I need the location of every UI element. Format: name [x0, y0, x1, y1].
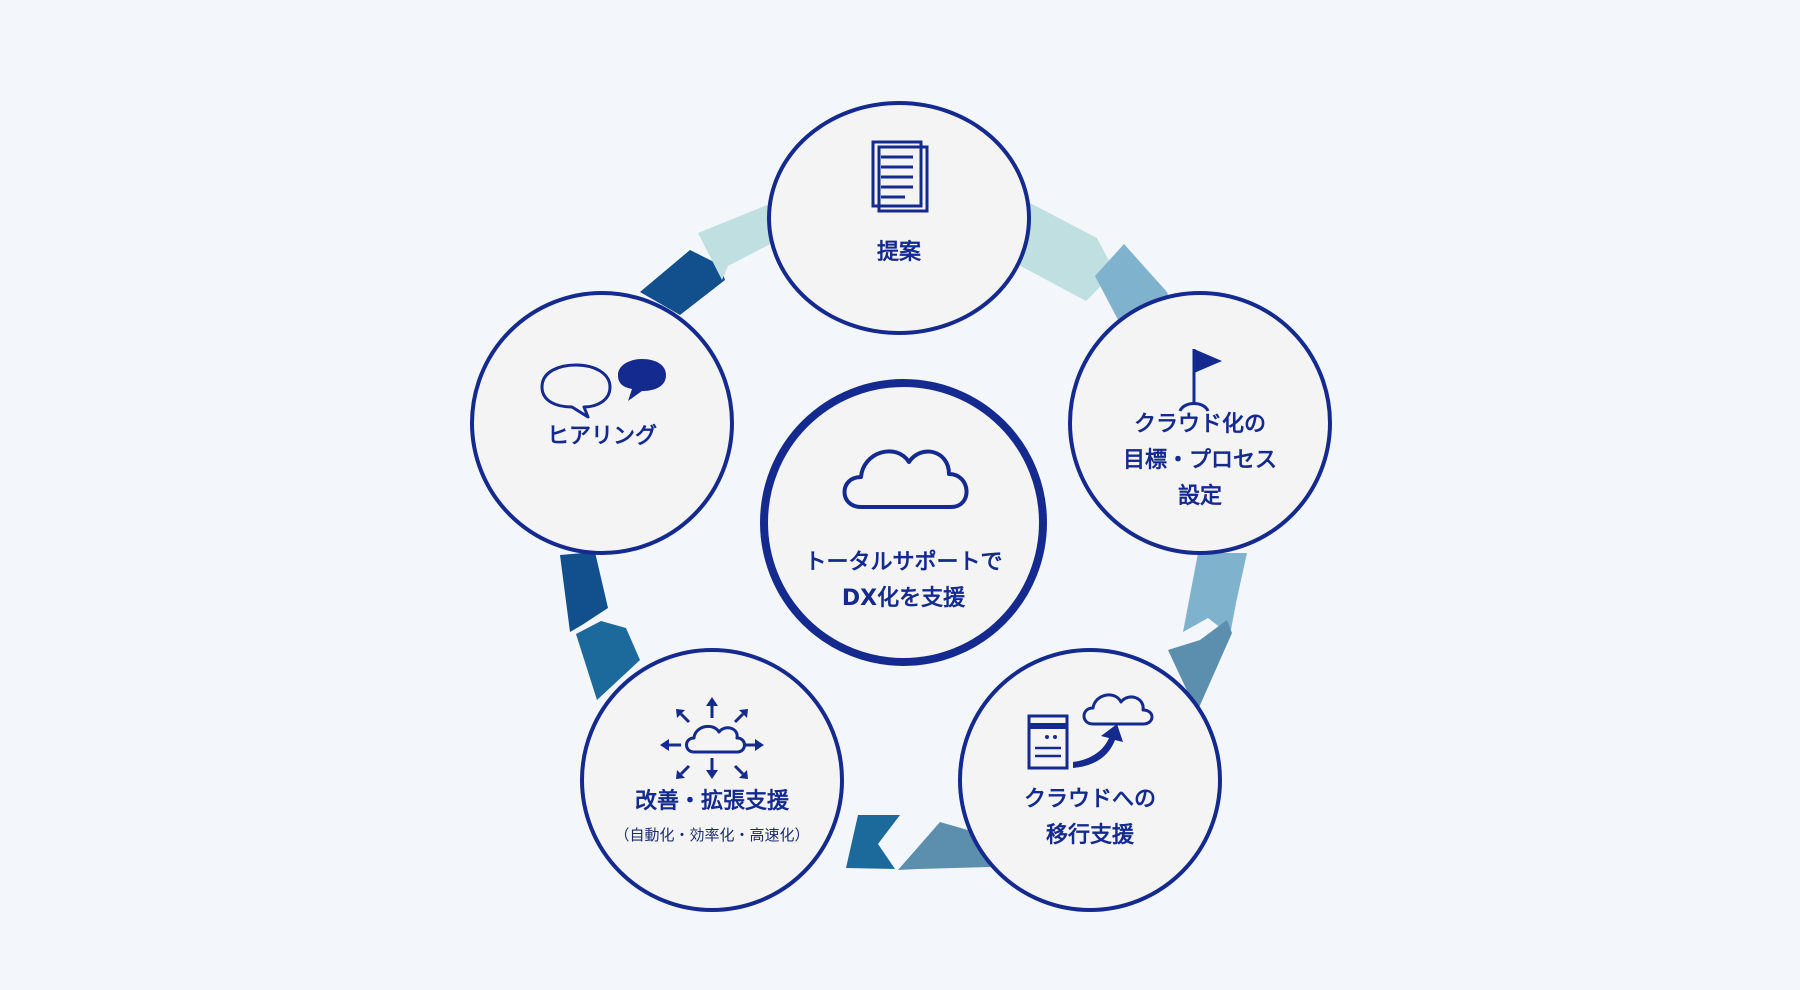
step-improvement-label: 改善・拡張支援 — [634, 789, 789, 814]
step-goal-label: クラウド化の 目標・プロセス 設定 — [1122, 412, 1277, 509]
step-hearing: ヒアリング — [470, 291, 734, 555]
arrow-hearing-to-proposal-b — [698, 203, 778, 280]
arrow-proposal-to-goal-a — [1015, 202, 1115, 301]
document-icon — [867, 139, 931, 217]
cloud-expand-icon — [657, 694, 767, 788]
arrow-goal-to-migration-a — [1183, 553, 1247, 635]
step-migration-label: クラウドへの 移行支援 — [1023, 787, 1156, 848]
arrow-hearing-to-proposal-a — [640, 250, 725, 315]
step-proposal-label: 提案 — [876, 240, 921, 265]
flag-icon — [1172, 343, 1228, 419]
cloud-icon — [821, 432, 987, 526]
step-proposal: 提案 — [767, 101, 1031, 335]
center-node: トータルサポートで DX化を支援 — [760, 379, 1047, 666]
step-migration: クラウドへの 移行支援 — [958, 648, 1222, 912]
server-to-cloud-icon — [1025, 690, 1155, 778]
arrow-migration-to-improve-a — [898, 822, 990, 870]
center-label: トータルサポートで DX化を支援 — [804, 550, 1003, 611]
speech-bubbles-icon — [532, 357, 672, 425]
arrow-migration-to-improve-b — [846, 815, 900, 869]
step-hearing-label: ヒアリング — [546, 424, 657, 449]
arrow-improve-to-hearing-a — [576, 621, 640, 700]
step-improvement: 改善・拡張支援 （自動化・効率化・高速化） — [580, 648, 844, 912]
arrow-improve-to-hearing-b — [560, 552, 608, 632]
step-improvement-sublabel: （自動化・効率化・高速化） — [614, 826, 810, 844]
arrow-goal-to-migration-b — [1168, 620, 1232, 712]
step-goal-setting: クラウド化の 目標・プロセス 設定 — [1068, 291, 1332, 555]
